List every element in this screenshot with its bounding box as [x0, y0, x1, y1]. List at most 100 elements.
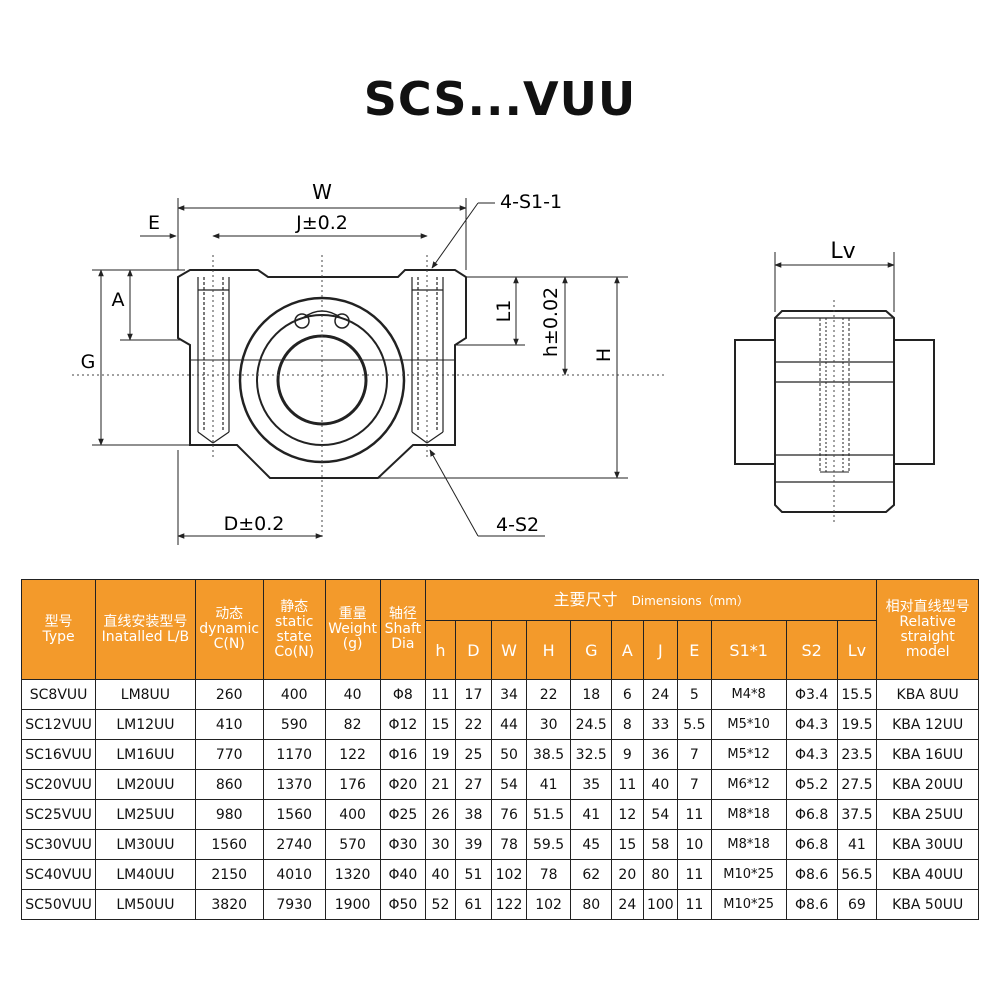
label-J: J±0.2 — [295, 212, 348, 234]
static-en3: Co(N) — [274, 643, 315, 660]
table-cell: 23.5 — [836, 739, 878, 770]
type-en: Type — [42, 628, 75, 645]
dynamic-en1: dynamic — [199, 621, 260, 637]
installed-en: Inatalled L/B — [101, 628, 190, 645]
col-installed-header: 直线安装型号 Inatalled L/B — [95, 579, 196, 680]
table-cell: 56.5 — [836, 859, 878, 890]
table-cell: 27.5 — [836, 769, 878, 800]
table-cell: 11 — [677, 799, 712, 830]
table-cell: 5 — [677, 679, 712, 710]
table-cell: 5.5 — [677, 709, 712, 740]
col-weight-header: 重量 Weight (g) — [324, 579, 381, 680]
dims-cn: 主要尺寸 — [553, 589, 618, 609]
table-cell: Φ12 — [379, 709, 427, 740]
dim-col-header: S2 — [785, 620, 838, 680]
table-cell: LM12UU — [95, 709, 196, 740]
table-cell: 2740 — [262, 829, 326, 860]
table-cell: 9 — [611, 739, 644, 770]
table-cell: Φ8 — [379, 679, 427, 710]
table-cell: 102 — [491, 859, 527, 890]
left-bolt-hole — [197, 277, 230, 444]
table-cell: M5*10 — [710, 709, 787, 740]
table-cell: 35 — [570, 769, 613, 800]
table-cell: SC25VUU — [20, 799, 97, 830]
right-bolt-hole — [411, 277, 444, 444]
table-cell: 24 — [642, 679, 679, 710]
table-cell: LM25UU — [95, 799, 196, 830]
dims-en: Dimensions（mm） — [631, 593, 749, 608]
table-cell: 20 — [611, 859, 644, 890]
table-cell: LM16UU — [95, 739, 196, 770]
label-D: D±0.2 — [224, 513, 285, 535]
table-cell: 12 — [611, 799, 644, 830]
table-cell: 102 — [525, 889, 572, 920]
table-cell: SC40VUU — [20, 859, 97, 890]
table-cell: 80 — [570, 889, 613, 920]
table-cell: KBA 30UU — [876, 829, 979, 860]
static-en2: state — [276, 628, 312, 645]
table-cell: 100 — [642, 889, 679, 920]
table-cell: 22 — [454, 709, 493, 740]
relative-en2: straight model — [900, 628, 955, 660]
table-cell: M10*25 — [710, 859, 787, 890]
label-L1: L1 — [493, 300, 515, 323]
table-cell: 3820 — [194, 889, 264, 920]
table-cell: Φ8.6 — [785, 889, 838, 920]
table-cell: Φ8.6 — [785, 859, 838, 890]
dimensions-group-header: 主要尺寸 Dimensions（mm） — [425, 579, 878, 621]
table-cell: LM8UU — [95, 679, 196, 710]
table-cell: KBA 50UU — [876, 889, 979, 920]
table-cell: 30 — [525, 709, 572, 740]
table-cell: 54 — [491, 769, 527, 800]
table-cell: 11 — [677, 859, 712, 890]
table-cell: 1560 — [262, 799, 326, 830]
table-cell: 78 — [491, 829, 527, 860]
dim-col-header: G — [570, 620, 613, 680]
label-W: W — [312, 180, 332, 204]
dim-col-header: A — [611, 620, 644, 680]
table-cell: 1900 — [324, 889, 381, 920]
table-cell: KBA 8UU — [876, 679, 979, 710]
table-cell: KBA 20UU — [876, 769, 979, 800]
table-cell: Φ3.4 — [785, 679, 838, 710]
table-cell: SC30VUU — [20, 829, 97, 860]
table-cell: 69 — [836, 889, 878, 920]
table-cell: 15 — [611, 829, 644, 860]
table-cell: 11 — [611, 769, 644, 800]
dim-col-header: E — [677, 620, 712, 680]
table-cell: LM20UU — [95, 769, 196, 800]
table-cell: 38.5 — [525, 739, 572, 770]
table-cell: 45 — [570, 829, 613, 860]
table-cell: M6*12 — [710, 769, 787, 800]
relative-en1: Relative — [899, 613, 956, 630]
table-cell: 410 — [194, 709, 264, 740]
table-cell: 18 — [570, 679, 613, 710]
table-cell: M8*18 — [710, 799, 787, 830]
dim-col-header: W — [491, 620, 527, 680]
table-cell: 4010 — [262, 859, 326, 890]
static-cn: 静态 — [280, 598, 309, 615]
technical-drawing: W J±0.2 E A G L1 h±0.02 H D±0.2 4-S1-1 4… — [72, 180, 935, 545]
weight-en2: (g) — [342, 636, 363, 652]
table-cell: 44 — [491, 709, 527, 740]
table-cell: 25 — [454, 739, 493, 770]
table-cell: Φ30 — [379, 829, 427, 860]
table-cell: KBA 16UU — [876, 739, 979, 770]
col-shaft-header: 轴径 Shaft Dia — [379, 579, 427, 680]
label-Lv: Lv — [830, 239, 855, 264]
table-cell: 17 — [454, 679, 493, 710]
table-cell: M4*8 — [710, 679, 787, 710]
center-lines — [72, 255, 665, 540]
dynamic-en2: C(N) — [213, 636, 245, 652]
table-cell: 82 — [324, 709, 381, 740]
page-title: SCS...VUU — [363, 72, 637, 126]
table-cell: Φ20 — [379, 769, 427, 800]
table-cell: 19.5 — [836, 709, 878, 740]
table-cell: 176 — [324, 769, 381, 800]
spec-table: 型号 Type 直线安装型号 Inatalled L/B 动态 dynamic … — [20, 579, 979, 920]
dim-col-header: Lv — [836, 620, 878, 680]
table-cell: 19 — [425, 739, 456, 770]
table-cell: SC8VUU — [20, 679, 97, 710]
